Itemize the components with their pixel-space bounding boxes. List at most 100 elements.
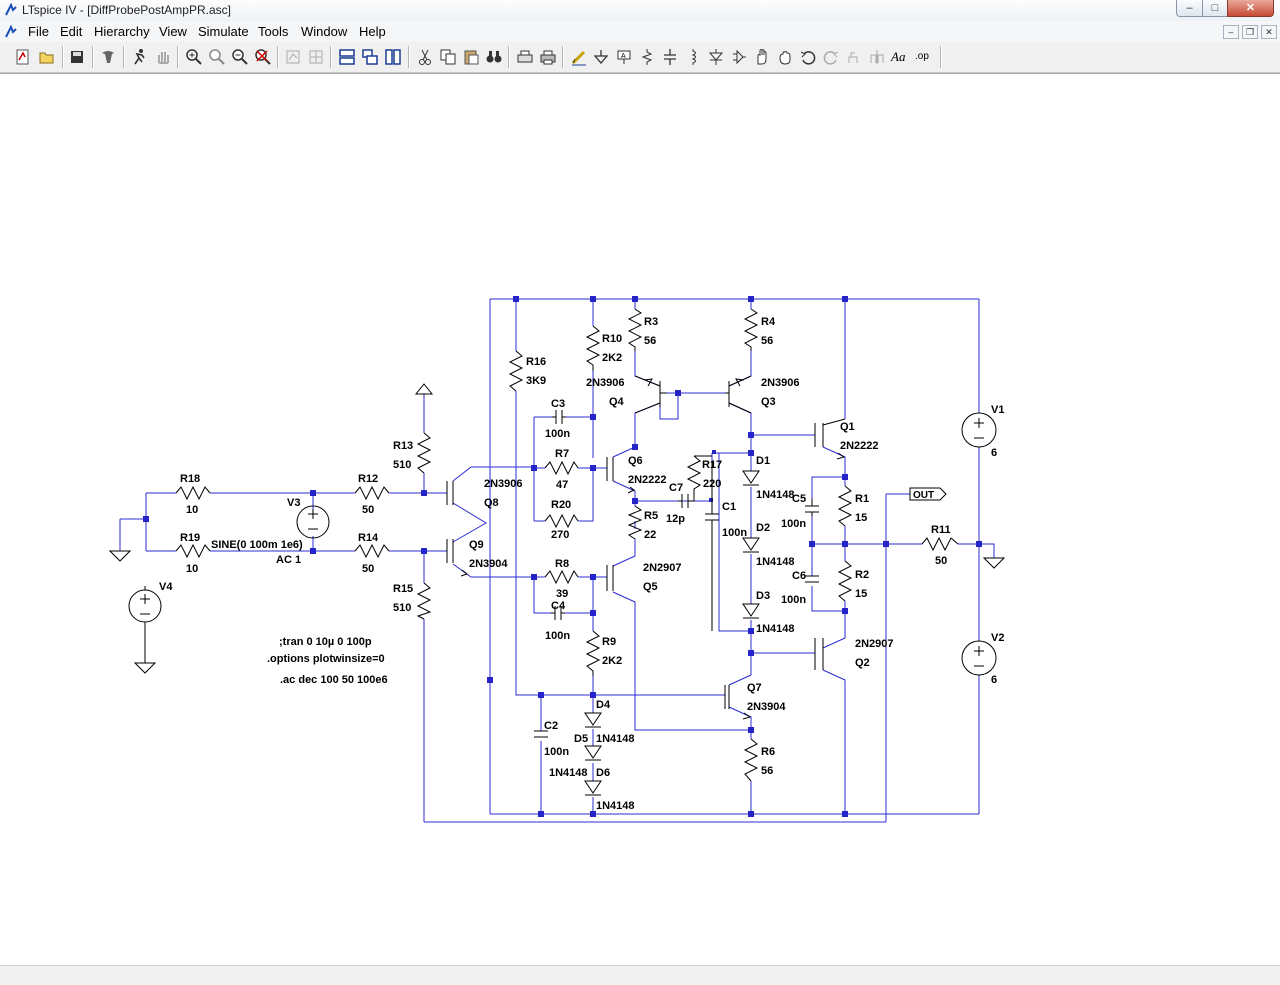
zoom-fit-icon[interactable] [254,48,272,66]
window-maximize-button[interactable]: □ [1202,0,1228,17]
value-c2: 100n [544,746,569,758]
diode-icon[interactable] [707,48,725,66]
label-r13: R13 [393,440,413,452]
value-r6: 56 [761,765,773,777]
print-setup-icon[interactable] [516,48,534,66]
spice-directive-icon[interactable]: .op [915,51,929,62]
drag-icon[interactable] [776,48,794,66]
label-d4: D4 [596,699,611,711]
label-net-icon[interactable]: A [615,48,633,66]
spice-directives[interactable]: ;tran 0 10µ 0 100p .options plotwinsize=… [267,636,388,686]
pan-icon[interactable] [208,48,226,66]
label-r9: R9 [602,636,616,648]
component-symbols [108,308,1006,796]
zoom-out-icon[interactable] [231,48,249,66]
label-c7: C7 [669,482,683,494]
value-v3-ac: AC 1 [276,554,301,566]
mdi-minimize-button[interactable]: – [1223,25,1239,39]
cascade-icon[interactable] [361,48,379,66]
inductor-icon[interactable] [684,48,702,66]
model-q1: 2N2222 [840,440,879,452]
zoom-in-icon[interactable] [185,48,203,66]
junction-dots [143,296,982,817]
control-panel-icon[interactable] [99,48,117,66]
run-icon[interactable] [130,48,148,66]
new-schematic-icon[interactable] [14,48,32,66]
value-r4: 56 [761,335,773,347]
svg-text:A: A [621,53,626,60]
window-minimize-button[interactable]: – [1176,0,1203,17]
status-bar [0,965,1280,985]
value-r8: 39 [556,588,568,600]
draw-wire-icon[interactable] [570,48,588,66]
halt-icon[interactable] [154,48,172,66]
text-icon[interactable]: Aa [891,49,906,64]
ground-icon[interactable] [592,48,610,66]
menu-simulate[interactable]: Simulate [198,24,249,39]
label-d2: D2 [756,522,770,534]
label-r10: R10 [602,333,622,345]
redo-icon[interactable] [822,48,840,66]
model-q2: 2N2907 [855,638,894,650]
mdi-close-button[interactable]: ✕ [1261,25,1277,39]
value-r18: 10 [186,504,198,516]
rotate-icon[interactable] [845,48,863,66]
schematic-canvas[interactable]: R3 56 R4 56 R10 2K2 R16 3K9 2N3906 Q4 2N… [0,73,1280,966]
autorange-icon[interactable] [284,48,302,66]
component-icon[interactable] [730,48,748,66]
capacitor-icon[interactable] [661,48,679,66]
menu-file[interactable]: File [28,24,49,39]
label-d5: D5 [574,733,588,745]
title-bar: LTspice IV - [DiffProbePostAmpPR.asc] – … [0,0,1280,22]
open-icon[interactable] [38,48,56,66]
label-q9: Q9 [469,539,484,551]
value-c3: 100n [545,428,570,440]
value-r1: 15 [855,512,867,524]
label-r4: R4 [761,316,776,328]
schematic-drawing[interactable]: R3 56 R4 56 R10 2K2 R16 3K9 2N3906 Q4 2N… [0,74,1280,966]
menu-view[interactable]: View [159,24,187,39]
label-r3: R3 [644,316,658,328]
label-q7: Q7 [747,682,762,694]
copy-icon[interactable] [439,48,457,66]
value-r20: 270 [551,529,569,541]
value-r3: 56 [644,335,656,347]
document-icon[interactable] [4,25,18,39]
resistor-icon[interactable] [638,48,656,66]
directive-tran: ;tran 0 10µ 0 100p [279,636,372,648]
menu-edit[interactable]: Edit [60,24,83,39]
cut-icon[interactable] [416,48,434,66]
save-icon[interactable] [68,48,86,66]
label-r14: R14 [358,532,379,544]
move-icon[interactable] [753,48,771,66]
menu-tools[interactable]: Tools [258,24,289,39]
label-d6: D6 [596,767,610,779]
window-close-button[interactable]: ✕ [1227,0,1274,17]
cursor-icon[interactable] [307,48,325,66]
label-c2: C2 [544,720,558,732]
label-r1: R1 [855,493,869,505]
ltspice-app-icon [5,3,17,16]
paste-icon[interactable] [462,48,480,66]
label-r12: R12 [358,473,378,485]
label-r8: R8 [555,558,569,570]
menu-window[interactable]: Window [301,24,348,39]
menu-help[interactable]: Help [359,24,386,39]
mirror-icon[interactable] [868,48,886,66]
label-q2: Q2 [855,657,870,669]
label-r16: R16 [526,356,546,368]
mdi-restore-button[interactable]: ❐ [1242,25,1258,39]
value-r16: 3K9 [526,375,546,387]
label-d1: D1 [756,455,770,467]
menu-hierarchy[interactable]: Hierarchy [94,24,150,39]
tile-horizontal-icon[interactable] [338,48,356,66]
label-q6: Q6 [628,455,643,467]
model-q8: 2N3906 [484,478,523,490]
print-icon[interactable] [539,48,557,66]
model-q5: 2N2907 [643,562,682,574]
undo-icon[interactable] [799,48,817,66]
menu-bar: File Edit Hierarchy View Simulate Tools … [0,21,1280,42]
label-q3: Q3 [761,396,776,408]
tile-vertical-icon[interactable] [384,48,402,66]
find-icon[interactable] [485,48,503,66]
